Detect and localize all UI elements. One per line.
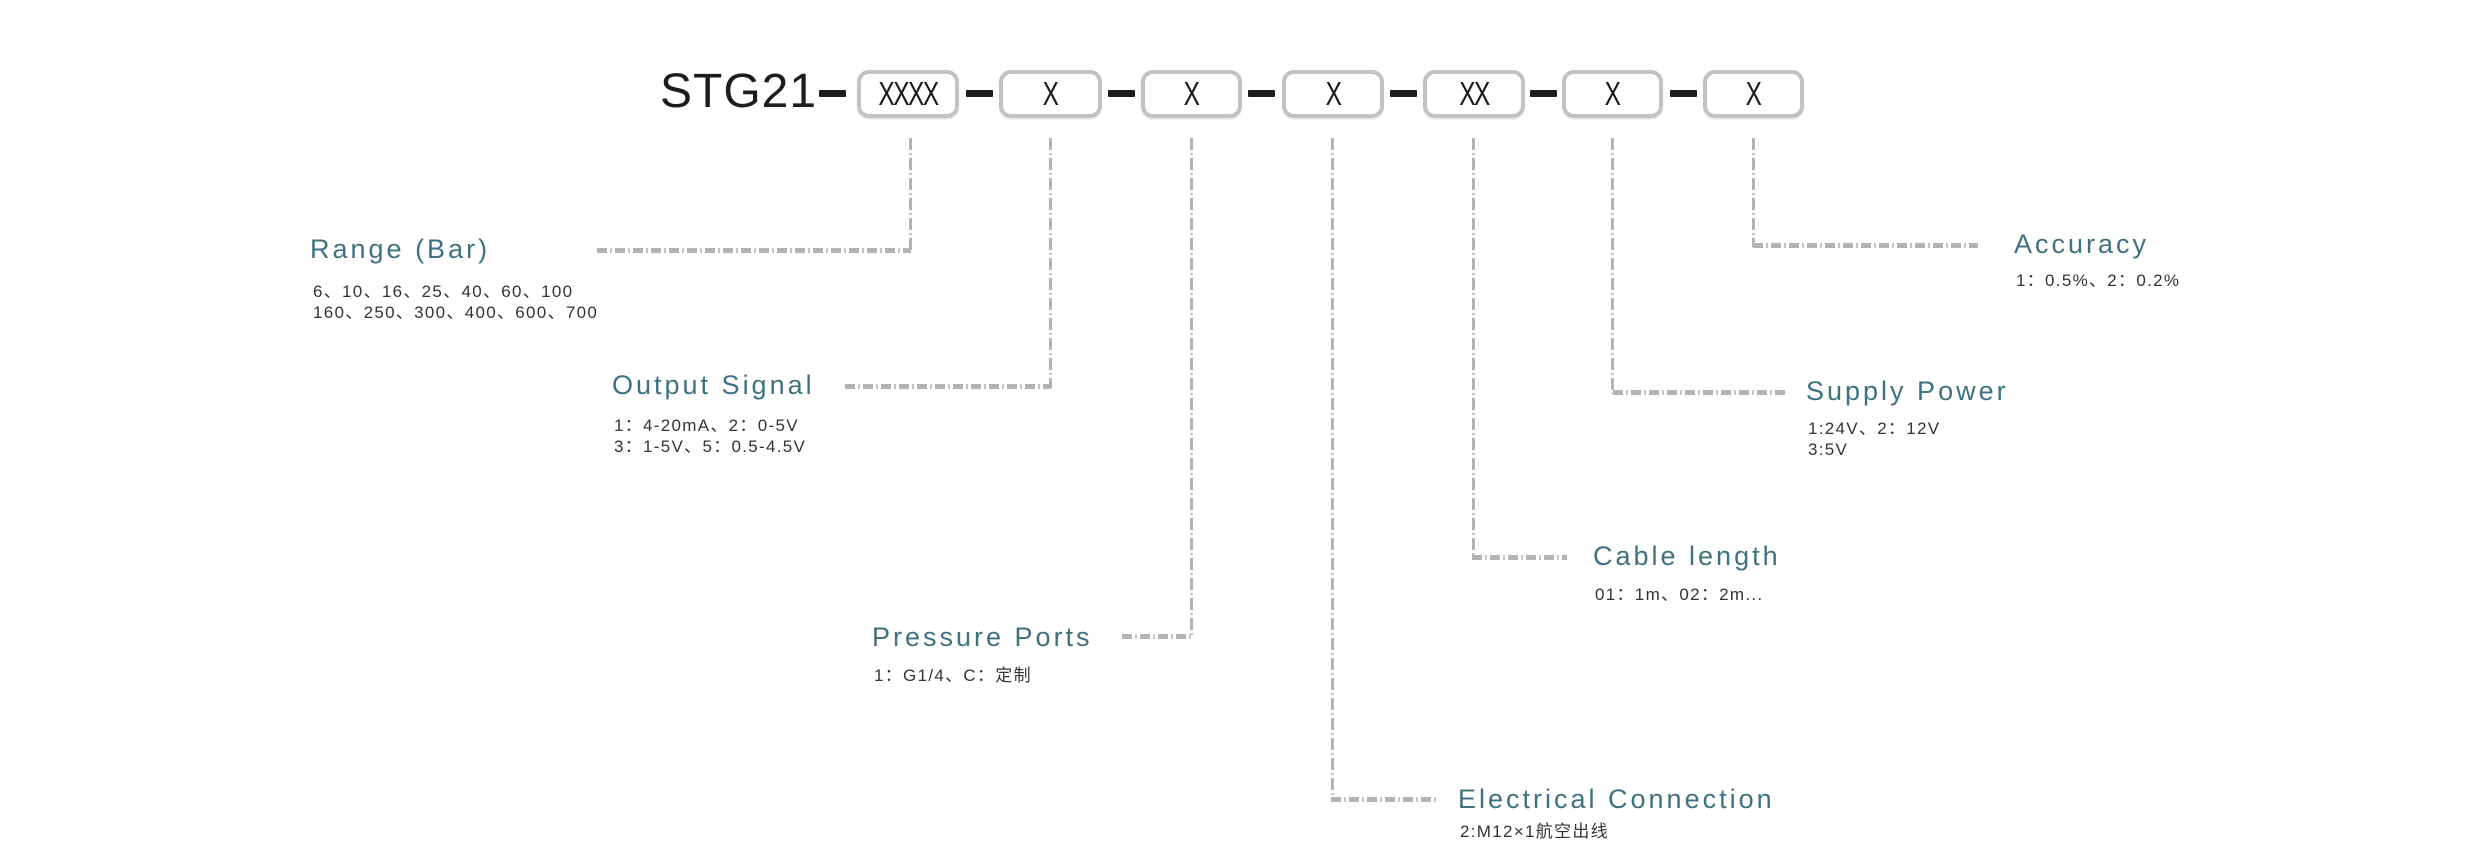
leader-vertical-pressure-ports (1190, 138, 1193, 638)
connector-dash (1248, 90, 1275, 97)
leader-vertical-accuracy (1752, 138, 1755, 247)
leader-vertical-electrical-connection (1331, 138, 1334, 801)
connector-dash (819, 90, 846, 97)
leader-vertical-supply-power (1611, 138, 1614, 394)
field-label-pressure-ports: Pressure Ports (872, 622, 1093, 652)
field-value-line: 1:24V、2：12V (1808, 419, 1941, 438)
field-label-range: Range (Bar) (310, 234, 491, 264)
field-value-line: 01：1m、02：2m... (1595, 585, 1764, 604)
leader-horizontal-output-signal (845, 384, 1051, 389)
field-values-range: 6、10、16、25、40、60、100 160、250、300、400、600… (313, 281, 598, 323)
segment-box-pressure-ports: X (1141, 70, 1242, 118)
connector-dash (1390, 90, 1417, 97)
field-label-supply-power: Supply Power (1806, 376, 2009, 406)
segment-code: X (1184, 75, 1200, 112)
leader-vertical-range (909, 138, 912, 252)
segment-code: X (1043, 75, 1059, 112)
field-values-electrical-connection: 2:M12×1航空出线 (1460, 821, 1609, 842)
field-value-line: 2:M12×1航空出线 (1460, 822, 1609, 841)
leader-horizontal-supply-power (1613, 390, 1785, 395)
leader-horizontal-accuracy (1753, 243, 1978, 248)
field-value-line: 1：0.5%、2：0.2% (2016, 271, 2181, 290)
segment-code: X (1325, 75, 1342, 112)
segment-code: X (1605, 75, 1621, 112)
connector-dash (1670, 90, 1697, 97)
field-values-supply-power: 1:24V、2：12V 3:5V (1808, 418, 1940, 460)
field-values-accuracy: 1：0.5%、2：0.2% (2016, 270, 2180, 291)
leader-vertical-cable-length (1472, 138, 1475, 559)
field-values-output-signal: 1：4-20mA、2：0-5V 3：1-5V、5：0.5-4.5V (614, 415, 806, 457)
field-label-accuracy: Accuracy (2014, 229, 2150, 259)
segment-code: XXXX (878, 75, 939, 112)
segment-box-electrical-connection: X (1282, 70, 1384, 118)
leader-horizontal-pressure-ports (1122, 634, 1192, 639)
segment-box-cable-length: XX (1423, 70, 1525, 118)
field-value-line: 3：1-5V、5：0.5-4.5V (614, 437, 807, 456)
leader-horizontal-electrical-connection (1331, 797, 1437, 802)
field-label-electrical-connection: Electrical Connection (1458, 784, 1775, 814)
segment-box-range: XXXX (857, 70, 959, 118)
field-value-line: 1：4-20mA、2：0-5V (614, 416, 799, 435)
field-value-line: 6、10、16、25、40、60、100 (313, 282, 574, 301)
field-values-cable-length: 01：1m、02：2m... (1595, 584, 1763, 605)
connector-dash (1530, 90, 1557, 97)
field-value-line: 1：G1/4、C：定制 (874, 666, 1032, 685)
field-value-line: 160、250、300、400、600、700 (313, 303, 599, 322)
segment-code: X (1746, 75, 1762, 112)
field-label-cable-length: Cable length (1593, 541, 1781, 571)
connector-dash (966, 90, 993, 97)
segment-code: XX (1459, 75, 1490, 112)
leader-horizontal-range (597, 248, 911, 253)
segment-box-output-signal: X (999, 70, 1102, 118)
segment-box-supply-power: X (1562, 70, 1663, 118)
field-label-output-signal: Output Signal (612, 370, 815, 400)
field-values-pressure-ports: 1：G1/4、C：定制 (874, 665, 1032, 686)
field-value-line: 3:5V (1808, 440, 1849, 459)
leader-horizontal-cable-length (1472, 555, 1567, 560)
model-prefix: STG21 (660, 65, 818, 118)
connector-dash (1108, 90, 1135, 97)
segment-box-accuracy: X (1703, 70, 1804, 118)
leader-vertical-output-signal (1049, 138, 1052, 388)
